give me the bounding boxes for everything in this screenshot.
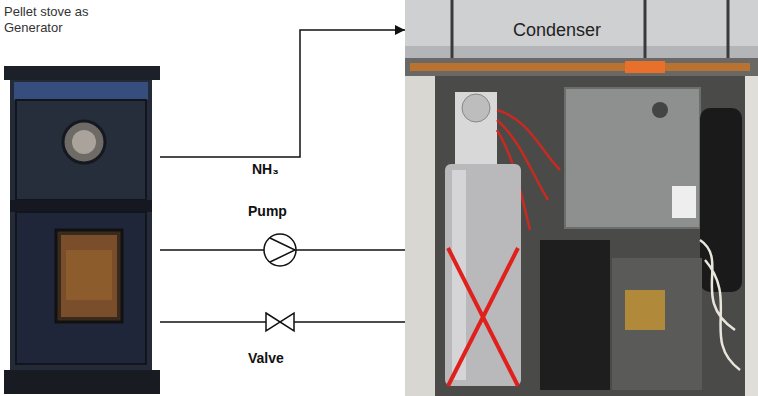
stove-reflection — [14, 82, 148, 100]
white-wires — [700, 240, 740, 370]
control-knob — [652, 102, 668, 118]
side-panel — [405, 76, 435, 396]
stove-base — [4, 370, 160, 394]
insulation-tape — [727, 0, 730, 58]
cross-mark — [448, 248, 518, 386]
stove-glass-frame — [56, 230, 122, 322]
stove-divider — [10, 200, 152, 212]
unit-interior — [405, 0, 758, 396]
pipe-fitting — [625, 61, 665, 73]
edge-label: Valve — [246, 350, 286, 367]
stove-node: Pellet stove as Generator — [4, 66, 160, 394]
bottom-component — [540, 240, 610, 390]
blower-fan — [462, 94, 490, 122]
control-sticker — [672, 186, 696, 218]
pump-triangle — [270, 238, 295, 262]
side-panel — [745, 76, 758, 396]
pellet-stove — [4, 66, 160, 394]
insulation-shade — [405, 46, 758, 58]
stove-round-window — [63, 121, 105, 163]
edge-label: Pump — [246, 203, 289, 220]
stove-glow — [66, 250, 112, 300]
condenser-insulation — [405, 0, 758, 58]
pump-circle — [264, 234, 296, 266]
generator-cylinder — [445, 164, 521, 386]
heat-pump-unit — [405, 0, 758, 396]
stove-window-glass — [72, 130, 96, 154]
stove-top — [4, 66, 160, 80]
stove-glass — [61, 235, 117, 317]
edge-label: NH₃ — [250, 161, 281, 178]
black-tank — [700, 108, 742, 292]
blower — [455, 92, 497, 164]
valve-symbol — [266, 313, 294, 331]
control-box — [565, 88, 700, 228]
stove-lower-door — [16, 212, 146, 364]
stove-body — [10, 80, 152, 372]
brass-fitting — [625, 290, 665, 330]
stove-upper-door — [16, 100, 146, 200]
pump-symbol — [264, 234, 296, 266]
node-heading: Pellet stove as Generator — [4, 4, 124, 35]
heat-pump-node: Condenser — [405, 0, 758, 396]
unit-shadow — [405, 58, 758, 76]
insulation-tape — [644, 0, 647, 58]
part-label: Condenser — [513, 20, 601, 42]
cross-mark — [448, 248, 518, 386]
bottom-component — [612, 258, 702, 390]
pipe-line — [160, 30, 405, 157]
insulation-tape — [451, 0, 454, 58]
copper-pipe — [410, 63, 750, 71]
